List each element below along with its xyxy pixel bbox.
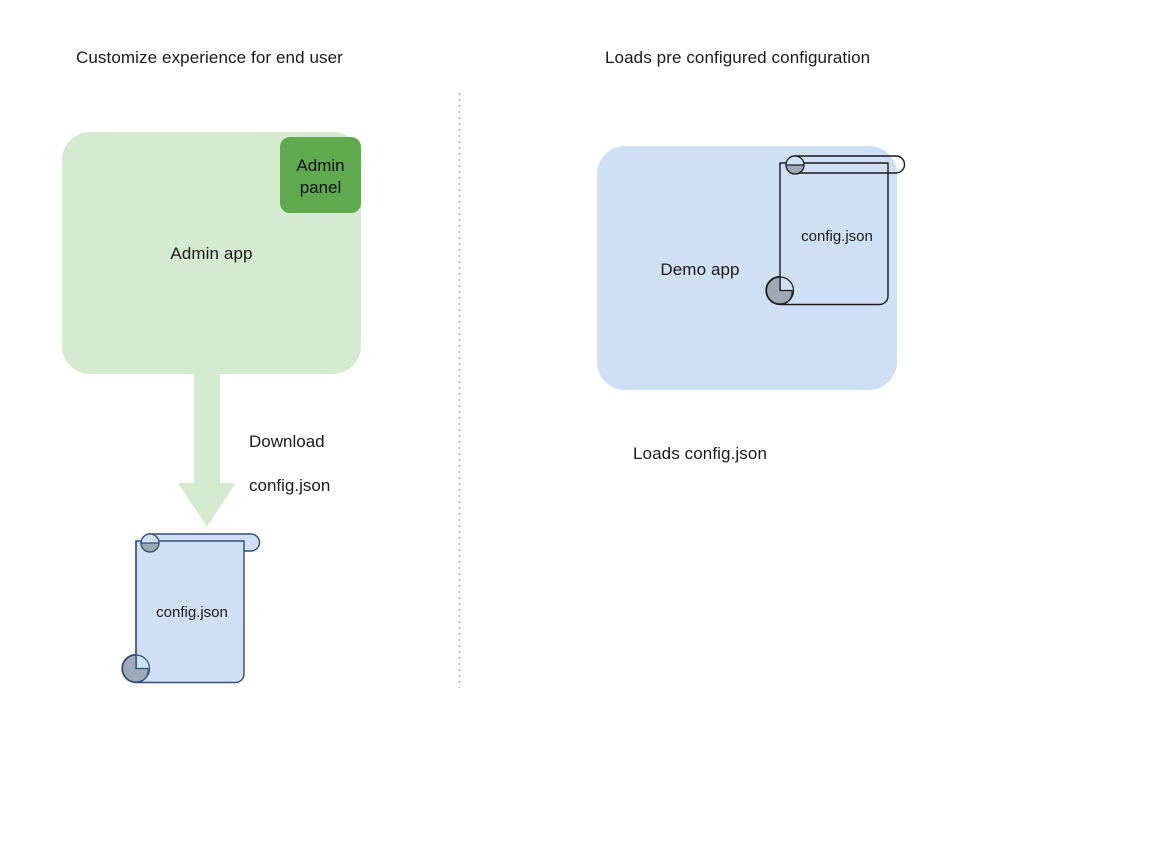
download-arrow-label: Download config.json bbox=[249, 409, 379, 519]
config-json-document-right[interactable] bbox=[765, 155, 906, 306]
left-section-title: Customize experience for end user bbox=[76, 48, 343, 67]
demo-app-box[interactable] bbox=[597, 146, 897, 390]
download-arrow-label-line2: config.json bbox=[249, 476, 331, 495]
config-json-label-right: config.json bbox=[801, 228, 873, 245]
right-section-title: Loads pre configured configuration bbox=[605, 48, 871, 67]
demo-app-label: Demo app bbox=[660, 260, 740, 279]
admin-panel-label-line2: panel bbox=[299, 178, 342, 197]
download-arrow-label-line1: Download bbox=[249, 432, 325, 451]
admin-panel-label: Admin panel bbox=[280, 155, 361, 199]
admin-panel-label-line1: Admin bbox=[296, 156, 345, 175]
admin-app-label: Admin app bbox=[170, 244, 253, 263]
download-arrow-icon bbox=[178, 373, 236, 527]
config-json-document-left[interactable] bbox=[121, 533, 261, 684]
admin-panel-box[interactable] bbox=[280, 137, 361, 213]
config-json-label-left: config.json bbox=[156, 604, 228, 621]
loads-config-caption: Loads config.json bbox=[632, 444, 767, 463]
